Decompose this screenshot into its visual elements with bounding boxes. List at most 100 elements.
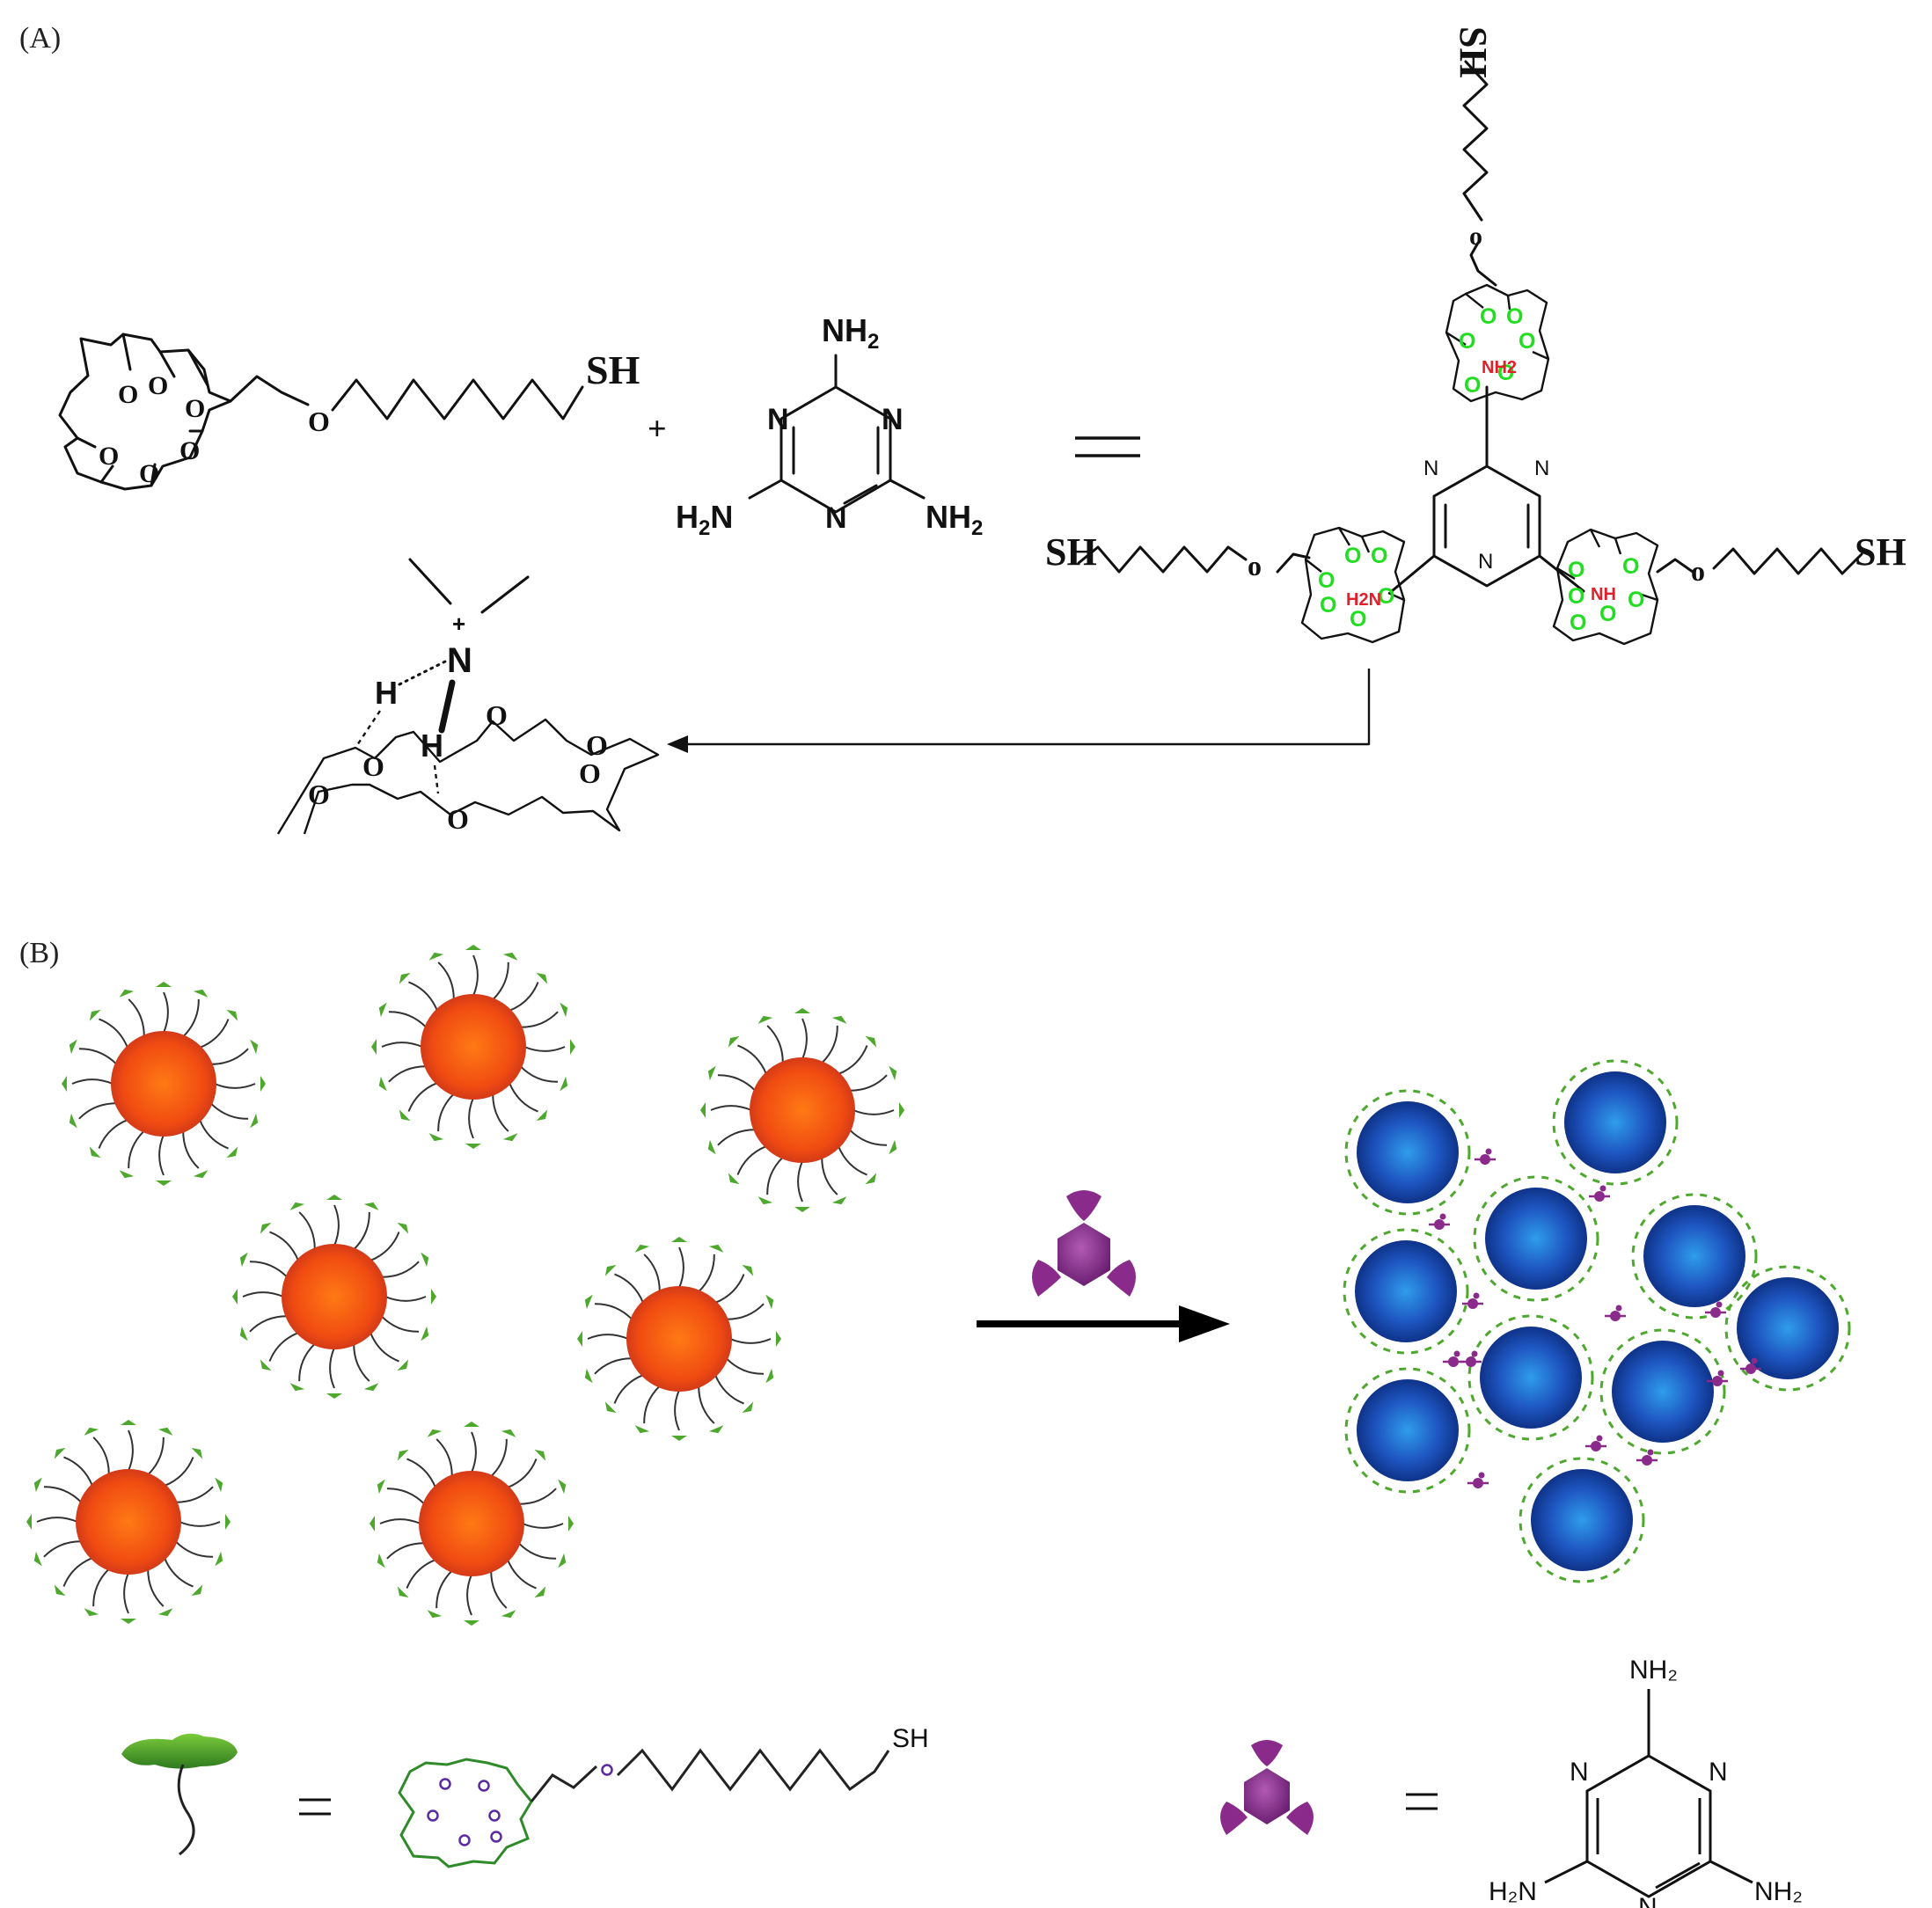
ligand-head [570, 1039, 575, 1055]
ligand-head [502, 952, 518, 961]
ligand-head [33, 1477, 42, 1493]
legend-crown-thiol-structure: SH [398, 1724, 929, 1868]
right-crown-o-3: O [1568, 584, 1584, 609]
ligand-tether [437, 961, 455, 1000]
ligand-head [226, 1146, 238, 1159]
detail-o-5: O [447, 803, 469, 835]
ligand-head [465, 1144, 481, 1149]
ligand-head [671, 1436, 687, 1441]
ligand-tether [164, 1457, 194, 1487]
ligand-tether [182, 998, 200, 1038]
right-crown-o-4: O [1628, 588, 1644, 612]
orange-nanoparticle-core [76, 1469, 181, 1575]
ligand-head [191, 1584, 203, 1597]
ligand-tether [99, 1018, 128, 1049]
top-crown-o-2: O [1506, 304, 1523, 329]
ligand-head [54, 1447, 66, 1459]
ligand-head [671, 1237, 687, 1242]
ligand-head [501, 1429, 516, 1437]
ligand-tether [737, 1044, 767, 1075]
left-crown-o-5: O [1350, 607, 1366, 632]
top-crown-o-5: O [1464, 373, 1481, 398]
ligand-tether [643, 1385, 661, 1424]
ligand-head [502, 1133, 518, 1142]
ligand-tether [517, 1542, 557, 1560]
ligand-head [193, 989, 209, 998]
ligand-tether [92, 1436, 110, 1475]
panel-a-label: (A) [19, 22, 61, 55]
crown-o-1: O [118, 380, 138, 409]
free-nanoparticle [577, 1237, 781, 1441]
ligand-head [765, 1294, 774, 1310]
ligand-head [289, 1202, 305, 1210]
ligand-head [191, 1447, 203, 1459]
ligand-head [794, 1207, 810, 1212]
ligand-tether [729, 1338, 772, 1344]
ligand-head [558, 1479, 567, 1495]
aggregated-nanoparticles [1343, 1059, 1851, 1583]
ligand-head [397, 1449, 409, 1461]
ligand-tether [509, 982, 539, 1012]
ligand-shell [1599, 1328, 1726, 1455]
ligand-tether [853, 1109, 895, 1115]
ligand-head [742, 1264, 754, 1276]
melamine-bridge [1636, 1449, 1658, 1466]
ligand-tether [698, 1385, 715, 1424]
ligand-head [742, 1401, 754, 1414]
ligand-head [363, 1383, 379, 1392]
legend-melamine-structure: NH₂ N N N H₂N NH₂ [1489, 1656, 1803, 1908]
ligand-tether [472, 954, 479, 997]
melamine-bridge [1740, 1357, 1761, 1374]
ammonium-n: N [447, 641, 472, 680]
ligand-tether [209, 1102, 249, 1120]
ligand-tether [435, 1569, 453, 1609]
legend-ligand: SH [121, 1724, 929, 1868]
top-arm-sh: SH [1452, 26, 1495, 78]
ligand-tether [329, 1347, 335, 1389]
aggregated-nanoparticle [1552, 1059, 1679, 1186]
ligand-head [239, 1326, 248, 1341]
ligand-head [399, 972, 411, 984]
ligand-shell [1552, 1059, 1679, 1186]
ligand-head [708, 1244, 724, 1253]
right-crown-o-1: O [1568, 558, 1584, 582]
blue-nanoparticle-core [1612, 1341, 1714, 1443]
ligand-tether [353, 1343, 370, 1382]
ligand-tether [507, 1458, 538, 1488]
melamine-crosslinker-icon [1032, 1190, 1136, 1297]
ligand-tether [174, 1540, 214, 1558]
ligand-head [899, 1102, 904, 1118]
ligand-head [377, 1553, 385, 1568]
ligand-tether [468, 1097, 474, 1139]
complex-n-3: N [1478, 550, 1493, 574]
detail-o-2: O [486, 699, 508, 731]
legend-nh2-top: NH₂ [1629, 1656, 1678, 1685]
ligand-tether [380, 1315, 420, 1333]
ligand-head [536, 1109, 548, 1122]
purple-melamine-icon [1220, 1740, 1314, 1835]
melamine-reactant: NH2 N N N H2N NH2 [676, 312, 983, 540]
ligand-head [427, 1610, 443, 1619]
ligand-tether [492, 1093, 509, 1132]
ligand-tether [36, 1517, 78, 1523]
ligand-tether [717, 1129, 756, 1146]
free-nanoparticle [370, 1422, 574, 1626]
ligand-tether [507, 1559, 537, 1590]
ligand-head [776, 1331, 781, 1347]
ligand-tether [384, 1296, 427, 1302]
ligand-tether [199, 1019, 230, 1049]
blue-nanoparticle-core [1485, 1188, 1587, 1290]
ligand-head [577, 1331, 582, 1347]
ligand-head [728, 1035, 740, 1048]
right-crown-o-6: O [1599, 602, 1616, 626]
ligand-head [794, 1008, 810, 1013]
ligand-head [889, 1139, 897, 1155]
blue-nanoparticle-core [1355, 1240, 1457, 1342]
melamine-bridge [1475, 1148, 1496, 1165]
ligand-tether [726, 1303, 765, 1320]
ligand-tether [388, 1065, 427, 1083]
right-crown-o-5: O [1570, 610, 1586, 635]
ligand-head [865, 1173, 877, 1185]
ligand-tether [674, 1389, 680, 1431]
ligand-head [62, 1076, 67, 1092]
